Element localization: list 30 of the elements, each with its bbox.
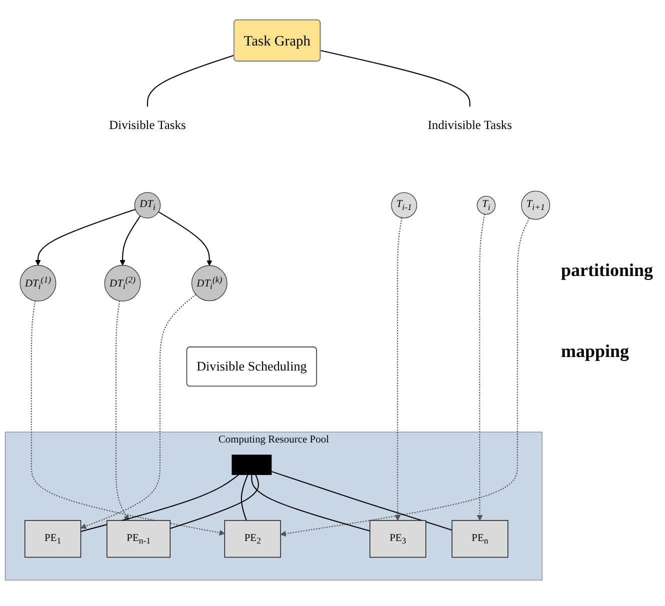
node-box: PE$_{2}$ [224, 520, 281, 558]
connector [170, 474, 260, 530]
node-box: PE$_{n}$ [452, 520, 508, 558]
connector [240, 474, 248, 521]
connector [251, 474, 370, 532]
arrow [476, 214, 486, 521]
annotation-label: partitioning [561, 260, 654, 281]
node-box: PE$_{1}$ [24, 520, 82, 558]
annotation-label: mapping [561, 341, 630, 362]
node-circle: T$_{i}$ [476, 196, 496, 215]
arrow [120, 216, 141, 266]
node-circle: T$_{i+1}$ [521, 190, 550, 220]
connector [146, 54, 234, 107]
arrow [30, 300, 225, 536]
arrow [115, 300, 129, 521]
arrow [394, 218, 402, 521]
node-box: PE$_{3}$ [370, 520, 426, 558]
arrow [280, 218, 530, 537]
node-text: Divisible Tasks [109, 118, 186, 132]
connector [271, 470, 452, 531]
arrow [80, 294, 196, 529]
node-circle: DT$_{i}$ [134, 192, 161, 218]
arrow [35, 208, 136, 266]
connector [320, 50, 470, 107]
arrow [158, 211, 212, 266]
node-bar [232, 454, 272, 475]
node-box: PE$_{n-1}$ [106, 520, 170, 558]
connector [80, 474, 240, 532]
node-circle: T$_{i-1}$ [391, 192, 418, 218]
node-text: Indivisible Tasks [428, 118, 512, 132]
